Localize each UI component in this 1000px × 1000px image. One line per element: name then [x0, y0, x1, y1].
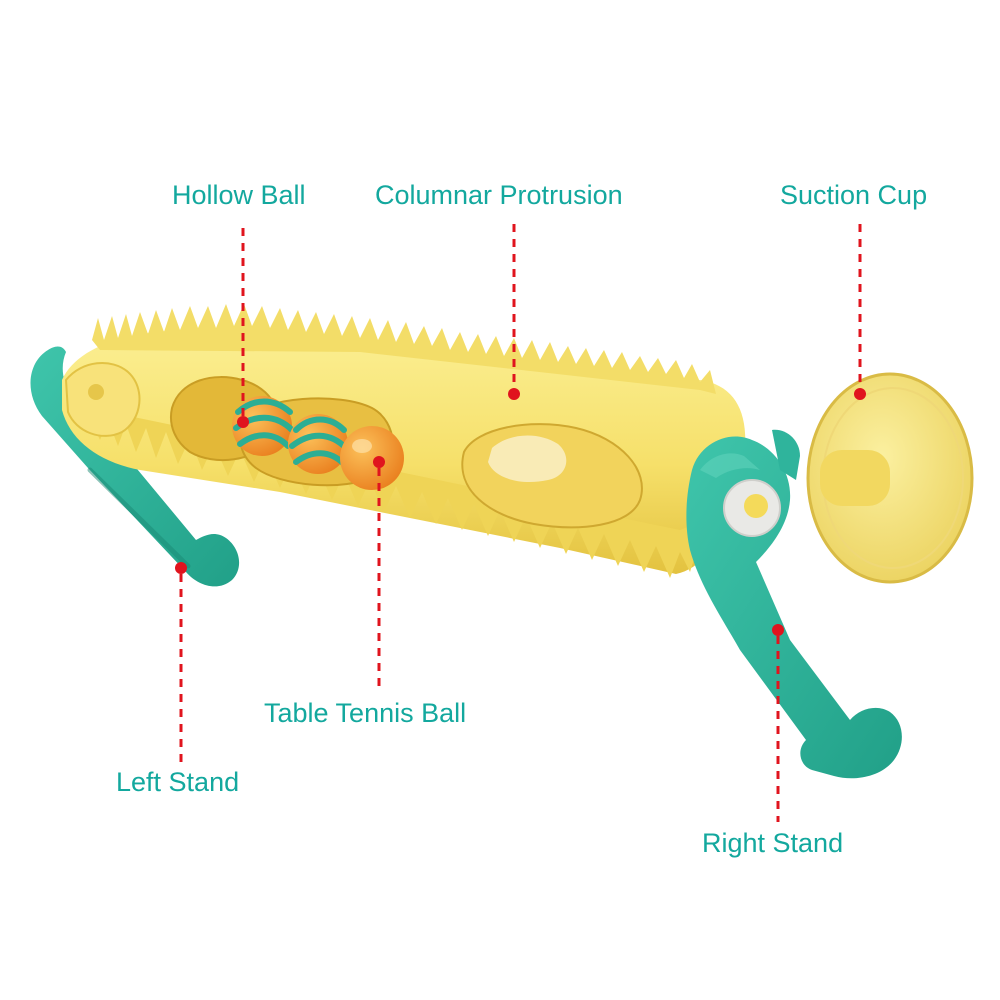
toy-body [62, 304, 746, 578]
leader-dots [175, 388, 866, 636]
dot-suction-cup [854, 388, 866, 400]
label-table-tennis-ball: Table Tennis Ball [264, 698, 467, 728]
label-columnar-protrusion: Columnar Protrusion [375, 180, 623, 210]
suction-cup [806, 372, 974, 584]
label-hollow-ball: Hollow Ball [172, 180, 306, 210]
dot-left-stand [175, 562, 187, 574]
label-left-stand: Left Stand [116, 767, 240, 797]
dot-table-tennis-ball [373, 456, 385, 468]
leader-lines [179, 224, 862, 822]
dot-columnar-protrusion [508, 388, 520, 400]
label-suction-cup: Suction Cup [780, 180, 928, 210]
label-right-stand: Right Stand [702, 828, 844, 858]
dot-hollow-ball [237, 416, 249, 428]
right-stand [686, 429, 902, 779]
dot-right-stand [772, 624, 784, 636]
table-tennis-ball [340, 426, 404, 490]
